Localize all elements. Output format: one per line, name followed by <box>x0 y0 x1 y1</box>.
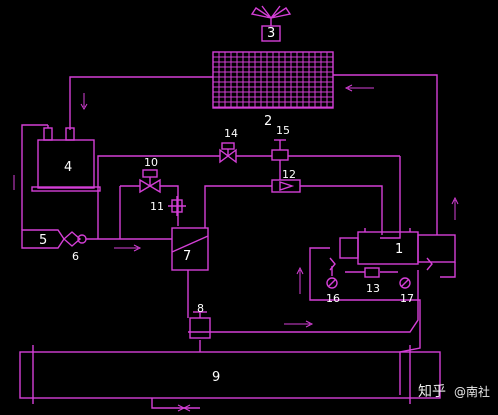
label-2: 2 <box>264 114 272 129</box>
evaporator <box>19 345 441 404</box>
condenser-coil <box>212 51 334 109</box>
component-labels: 3 2 4 5 6 7 8 9 10 11 12 13 14 15 16 17 … <box>39 26 414 385</box>
expansion-valve-8 <box>188 311 212 339</box>
label-11: 11 <box>150 200 164 213</box>
label-12: 12 <box>282 168 296 181</box>
pressure-valve-15 <box>271 139 289 161</box>
label-14: 14 <box>224 127 238 140</box>
label-8: 8 <box>197 302 204 315</box>
label-6: 6 <box>72 250 79 263</box>
label-7: 7 <box>183 249 191 264</box>
label-17: 17 <box>400 292 414 305</box>
watermark-handle: @南社 <box>453 384 490 399</box>
compressor <box>339 228 456 265</box>
label-13: 13 <box>366 282 380 295</box>
label-3: 3 <box>267 26 275 41</box>
label-4: 4 <box>64 160 72 175</box>
condenser-fan <box>250 5 292 42</box>
check-valve-12 <box>271 179 301 193</box>
label-1: 1 <box>395 242 403 257</box>
flow-arrows <box>13 84 459 412</box>
piping <box>21 74 456 409</box>
label-9: 9 <box>212 370 220 385</box>
receiver-tank <box>31 125 101 192</box>
label-10: 10 <box>144 156 158 169</box>
solenoid-valve-10 <box>139 169 161 194</box>
label-5: 5 <box>39 233 47 248</box>
sight-glass <box>62 231 87 247</box>
filter-drier <box>21 229 65 249</box>
solenoid-valve-14 <box>219 142 237 164</box>
gauges <box>326 257 433 289</box>
expansion-valve-11 <box>168 196 186 216</box>
watermark-brand: 知乎 <box>417 384 446 400</box>
label-15: 15 <box>276 124 290 137</box>
label-16: 16 <box>326 292 340 305</box>
heat-exchanger <box>171 227 209 271</box>
watermark: 知乎 @南社 <box>418 381 490 401</box>
